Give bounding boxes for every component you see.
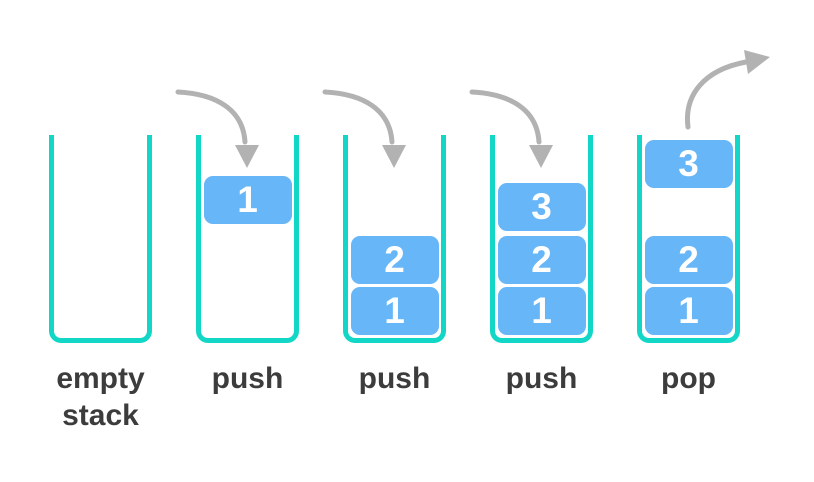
stack-block: 3 bbox=[644, 140, 733, 188]
stack-block: 1 bbox=[644, 287, 733, 335]
stack-container-push-2: 2 1 bbox=[343, 135, 446, 343]
stack-label-empty: empty stack bbox=[29, 360, 172, 434]
pop-arrow-icon bbox=[684, 50, 770, 130]
stack-block: 1 bbox=[497, 287, 586, 335]
label-line: push bbox=[211, 362, 284, 395]
block-value: 3 bbox=[531, 186, 552, 227]
label-line: push bbox=[505, 362, 578, 395]
label-line: push bbox=[358, 362, 431, 395]
block-value: 1 bbox=[237, 179, 258, 220]
stack-block: 3 bbox=[497, 183, 586, 231]
block-value: 2 bbox=[384, 239, 405, 280]
block-value: 3 bbox=[678, 143, 699, 184]
stack-label-push-1: push bbox=[176, 360, 319, 397]
stack-block: 2 bbox=[497, 236, 586, 284]
stack-label-pop: pop bbox=[617, 360, 760, 397]
block-value: 1 bbox=[531, 290, 552, 331]
stack-block: 1 bbox=[350, 287, 439, 335]
block-value: 2 bbox=[678, 239, 699, 280]
block-value: 1 bbox=[678, 290, 699, 331]
block-value: 2 bbox=[531, 239, 552, 280]
block-value: 1 bbox=[384, 290, 405, 331]
stack-label-push-3: push bbox=[470, 360, 613, 397]
stack-label-push-2: push bbox=[323, 360, 466, 397]
label-line: pop bbox=[661, 362, 716, 395]
label-line: stack bbox=[62, 399, 139, 432]
stack-block: 2 bbox=[350, 236, 439, 284]
stack-container-pop: 3 2 1 bbox=[637, 135, 740, 343]
stack-container-push-3: 3 2 1 bbox=[490, 135, 593, 343]
stack-container-empty bbox=[49, 135, 152, 343]
stack-container-push-1: 1 bbox=[196, 135, 299, 343]
label-line: empty bbox=[56, 362, 145, 395]
stack-block: 2 bbox=[644, 236, 733, 284]
stack-block: 1 bbox=[203, 176, 292, 224]
